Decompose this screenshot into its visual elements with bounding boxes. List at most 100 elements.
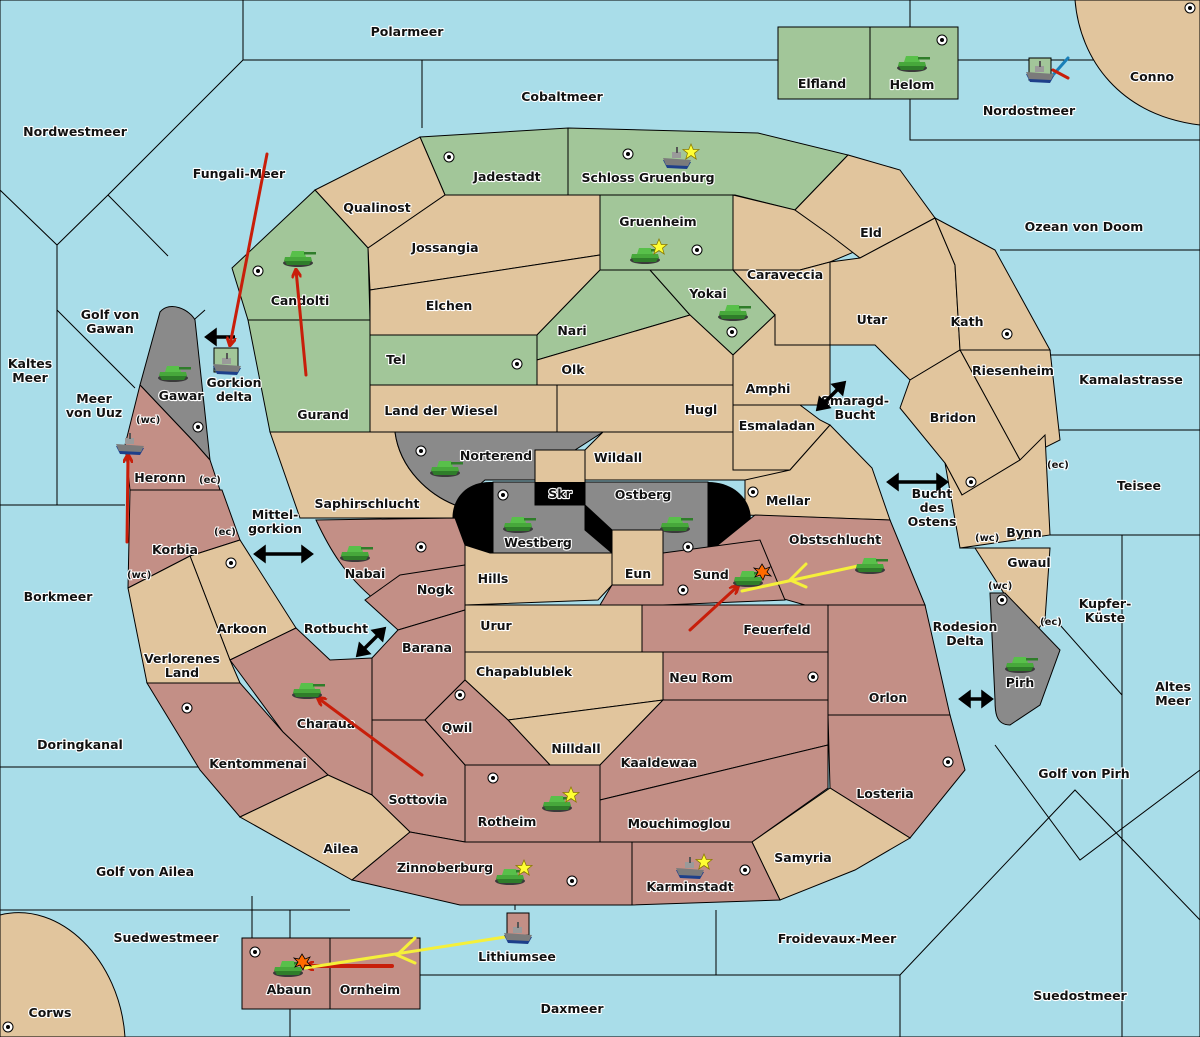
label-zinnoberburg: Zinnoberburg <box>397 860 493 875</box>
coast-ec-gwaul: (ec) <box>1040 617 1062 628</box>
order-support-arrowhead-abaun <box>394 936 417 965</box>
label-rotheim: Rotheim <box>478 814 537 829</box>
label-daxmeer: Daxmeer <box>540 1001 604 1016</box>
region-corws[interactable] <box>0 912 126 1037</box>
label-hills: Hills <box>478 571 509 586</box>
supply-center-icon <box>566 875 578 887</box>
label-mouchimoglou: Mouchimoglou <box>628 816 731 831</box>
supply-center-icon <box>252 265 264 277</box>
region-ornheim[interactable] <box>329 937 421 1010</box>
label-conno: Conno <box>1130 69 1175 84</box>
coast-wc-gwaul: (wc) <box>988 581 1012 592</box>
supply-center-icon <box>443 151 455 163</box>
label-suedwestmeer: Suedwestmeer <box>114 930 220 945</box>
label-kupfer-kueste: Kupfer-Küste <box>1079 596 1132 625</box>
label-suedostmeer: Suedostmeer <box>1033 988 1127 1003</box>
label-rotbucht: Rotbucht <box>304 621 368 636</box>
region-losteria[interactable] <box>827 714 966 839</box>
label-pirh: Pirh <box>1006 675 1035 690</box>
region-bynn[interactable] <box>944 433 1051 549</box>
label-froidevaux-meer: Froidevaux-Meer <box>778 931 897 946</box>
supply-center-icon <box>726 326 738 338</box>
label-nilldall: Nilldall <box>551 741 600 756</box>
label-urur: Urur <box>480 618 512 633</box>
coast-ec-heronn: (ec) <box>199 475 221 486</box>
label-gruenheim: Gruenheim <box>619 214 696 229</box>
supply-center-icon <box>739 864 751 876</box>
supply-center-icon <box>965 476 977 488</box>
label-fungali-meer: Fungali-Meer <box>193 166 286 181</box>
label-nogk: Nogk <box>417 582 454 597</box>
region-verlorenes-land[interactable] <box>127 555 241 684</box>
order-retreat-blocked-nordostmeer <box>1051 68 1070 80</box>
label-losteria: Losteria <box>856 786 913 801</box>
label-wildall: Wildall <box>594 450 642 465</box>
label-abaun: Abaun <box>267 982 312 997</box>
coast-wc-korbia: (wc) <box>127 570 151 581</box>
region-labels: PolarmeerCobaltmeerNordwestmeerFungali-M… <box>7 23 1193 1021</box>
supply-center-icon <box>454 689 466 701</box>
label-orlon: Orlon <box>869 690 908 705</box>
supply-center-icon <box>691 244 703 256</box>
label-golf-von-ailea: Golf von Ailea <box>96 864 194 879</box>
coast-wc-bynn: (wc) <box>975 533 999 544</box>
region-jadestadt[interactable] <box>419 127 569 196</box>
supply-center-icon <box>415 541 427 553</box>
supply-center-icon <box>511 358 523 370</box>
label-lithiumsee: Lithiumsee <box>478 949 556 964</box>
coast-wc-heronn: (wc) <box>136 415 160 426</box>
label-eld: Eld <box>860 225 882 240</box>
label-borkmeer: Borkmeer <box>24 589 94 604</box>
label-heronn: Heronn <box>134 470 186 485</box>
order-support-arrowhead-sund <box>787 562 808 589</box>
label-arkoon: Arkoon <box>217 621 267 636</box>
label-gurand: Gurand <box>297 407 349 422</box>
connectors <box>204 327 994 709</box>
label-esmaladan: Esmaladan <box>739 418 815 433</box>
coast-ec-korbia: (ec) <box>214 527 236 538</box>
supply-center-icon <box>2 1021 14 1033</box>
label-hugl: Hugl <box>685 402 718 417</box>
label-ailea: Ailea <box>323 841 358 856</box>
label-samyria: Samyria <box>774 850 832 865</box>
supply-center-icon <box>181 702 193 714</box>
label-amphi: Amphi <box>746 381 791 396</box>
label-skr: Skr <box>548 486 572 501</box>
label-chapablublek: Chapablublek <box>476 664 573 679</box>
label-nordostmeer: Nordostmeer <box>983 103 1076 118</box>
connector-rotbucht <box>355 626 387 658</box>
supply-center-icon <box>936 34 948 46</box>
region-rotheim[interactable] <box>464 764 601 843</box>
label-karminstadt: Karminstadt <box>646 879 733 894</box>
region-ailea[interactable] <box>238 774 411 881</box>
supply-center-icon <box>497 489 509 501</box>
label-neu-rom: Neu Rom <box>669 670 732 685</box>
label-ozean-von-doom: Ozean von Doom <box>1025 219 1144 234</box>
label-golf-von-pirh: Golf von Pirh <box>1038 766 1129 781</box>
region-gruenheim[interactable] <box>599 194 734 271</box>
label-korbia: Korbia <box>152 542 198 557</box>
region-eun[interactable] <box>611 529 664 586</box>
label-corws: Corws <box>29 1005 72 1020</box>
label-mellar: Mellar <box>766 493 811 508</box>
region-elfland[interactable] <box>777 26 871 100</box>
label-nordwestmeer: Nordwestmeer <box>23 124 128 139</box>
region-zinnoberburg[interactable] <box>350 831 633 906</box>
supply-center-icon <box>487 772 499 784</box>
label-nari: Nari <box>557 323 586 338</box>
label-sottovia: Sottovia <box>389 792 448 807</box>
region-conno[interactable] <box>1074 0 1200 126</box>
supply-center-icon <box>1184 2 1196 14</box>
supply-center-icon <box>1001 328 1013 340</box>
label-land-der-wiesel: Land der Wiesel <box>384 403 497 418</box>
connector-mittel-gorkion <box>253 544 314 564</box>
